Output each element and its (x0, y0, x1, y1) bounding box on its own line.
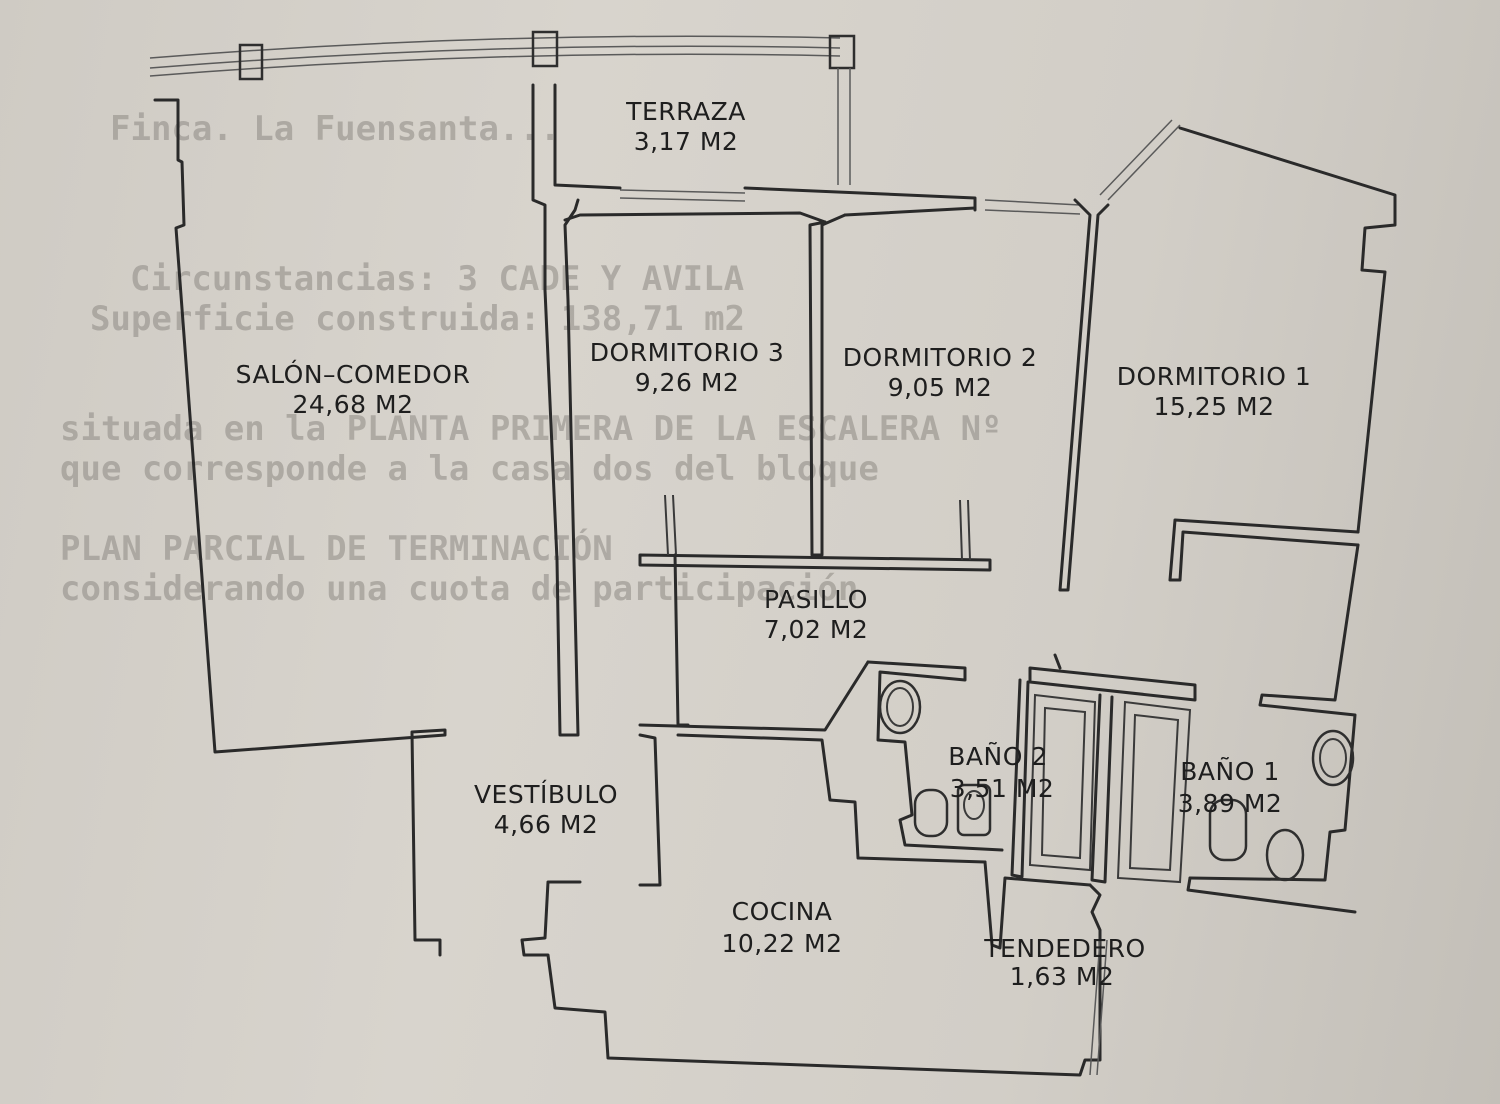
column (828, 34, 856, 70)
bg-text-line: Superficie construida: 138,71 m2 (90, 299, 745, 339)
bg-text-line: Circunstancias: 3 CADE Y AVILA (130, 259, 744, 299)
sink-1-icon (1311, 729, 1355, 787)
fixtures (878, 679, 1355, 882)
room-name-pasillo: PASILLO (764, 585, 868, 614)
room-area-pasillo: 7,02 M2 (764, 615, 869, 644)
bg-text-line: considerando una cuota de participación (60, 569, 858, 609)
room-name-bano-2: BAÑO 2 (948, 741, 1047, 771)
bg-text-line: situada en la PLANTA PRIMERA DE LA ESCAL… (60, 409, 1002, 449)
closet-wall (638, 553, 992, 572)
room-name-cocina: COCINA (732, 897, 833, 926)
wall-dormitorio-divider (808, 213, 847, 557)
walls (153, 83, 1397, 1077)
room-area-vestibulo: 4,66 M2 (494, 810, 599, 839)
room-name-dormitorio-2: DORMITORIO 2 (843, 343, 1037, 372)
room-name-dormitorio-3: DORMITORIO 3 (590, 338, 784, 367)
room-name-vestibulo: VESTÍBULO (474, 780, 618, 809)
room-name-bano-1: BAÑO 1 (1180, 756, 1279, 786)
room-area-terraza: 3,17 M2 (634, 127, 739, 156)
room-area-cocina: 10,22 M2 (722, 929, 843, 958)
room-name-tendedero: TENDEDERO (983, 934, 1145, 963)
room-area-dormitorio-1: 15,25 M2 (1154, 392, 1275, 421)
room-area-tendedero: 1,63 M2 (1010, 962, 1115, 991)
wall-terraza (553, 83, 622, 190)
room-name-salon-comedor: SALÓN–COMEDOR (236, 359, 471, 389)
bidet-2-icon (956, 783, 992, 837)
wall-dormitorio-1-outer (1178, 126, 1397, 534)
room-area-dormitorio-2: 9,05 M2 (888, 373, 993, 402)
wall-dormitorio-1 (1058, 198, 1110, 592)
room-labels: TERRAZA 3,17 M2 SALÓN–COMEDOR 24,68 M2 D… (236, 97, 1311, 991)
bathtub-1 (1116, 700, 1192, 884)
bathtub-2 (1028, 693, 1097, 872)
bg-text-line: Finca. La Fuensanta... (110, 109, 560, 149)
toilet-2-icon (913, 788, 949, 838)
wall-pasillo (638, 660, 870, 732)
wall-bano-1 (1188, 543, 1360, 882)
background-text: Finca. La Fuensanta... Circunstancias: 3… (60, 109, 1002, 609)
room-area-salon-comedor: 24,68 M2 (293, 390, 414, 419)
wall-bano-2 (866, 660, 1004, 852)
sink-2-icon (878, 679, 922, 735)
room-name-dormitorio-1: DORMITORIO 1 (1117, 362, 1311, 391)
toilet-1-icon (1208, 798, 1248, 862)
balcony-railing (149, 30, 856, 185)
room-name-terraza: TERRAZA (625, 97, 746, 126)
wall-salon (153, 98, 447, 957)
wall-cocina (520, 880, 1102, 1077)
column (238, 43, 264, 81)
room-area-dormitorio-3: 9,26 M2 (635, 368, 740, 397)
bidet-1-icon (1265, 828, 1305, 882)
bg-text-line: que corresponde a la casa dos del bloque (60, 449, 879, 489)
column (531, 30, 559, 68)
room-area-bano-2: 3,51 M2 (950, 774, 1055, 803)
bg-text-line: PLAN PARCIAL DE TERMINACIÓN (60, 528, 613, 569)
room-area-bano-1: 3,89 M2 (1178, 789, 1283, 818)
